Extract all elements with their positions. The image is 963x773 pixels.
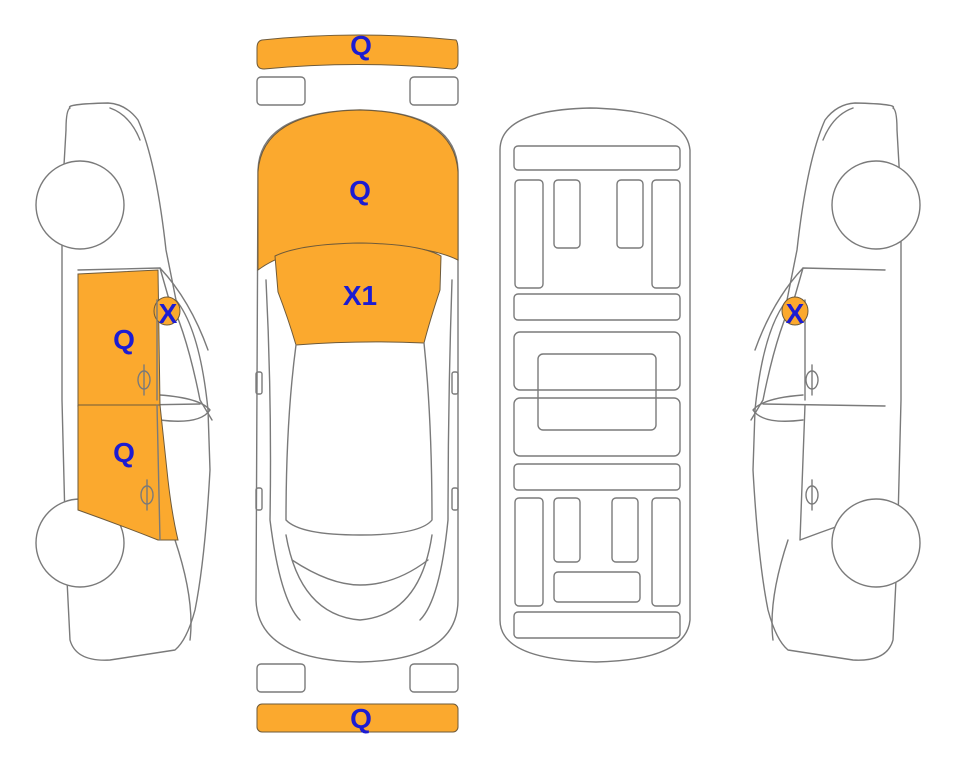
left-mirror-damage (153, 296, 181, 326)
right-front-wheel (831, 160, 921, 250)
left-rear-door-handle (140, 479, 154, 511)
right-taillight (409, 663, 459, 693)
left-front-door-handle (137, 364, 151, 396)
right-body-outline (752, 102, 902, 661)
rear-bumper-mark: Q (350, 703, 372, 734)
right-headlight (409, 76, 459, 106)
right-mirror-mark: X (786, 298, 805, 329)
top-view: Q Q X1 Q (255, 30, 459, 734)
left-rear-door-damage (77, 404, 179, 541)
right-rear-wheel (831, 498, 921, 588)
left-rear-door-mark: Q (113, 437, 135, 468)
underbody-view (499, 107, 691, 663)
right-side-view: X (750, 102, 921, 661)
left-headlight (256, 76, 306, 106)
rear-bumper-damage (256, 703, 459, 733)
left-body-outline (61, 102, 211, 661)
left-front-door-mark: Q (113, 324, 135, 355)
left-mirror-mark: X (159, 298, 178, 329)
underbody-outline (499, 107, 691, 663)
left-side-view: Q Q X (35, 102, 213, 661)
right-rear-door-handle (805, 479, 819, 511)
left-front-wheel (35, 160, 125, 250)
right-mirror-damage (781, 296, 809, 326)
front-bumper-mark: Q (350, 30, 372, 61)
front-bumper-damage (256, 34, 459, 70)
hood-mark: Q (349, 175, 371, 206)
left-taillight (256, 663, 306, 693)
right-front-door-handle (805, 364, 819, 396)
windshield-mark: X1 (343, 280, 377, 311)
